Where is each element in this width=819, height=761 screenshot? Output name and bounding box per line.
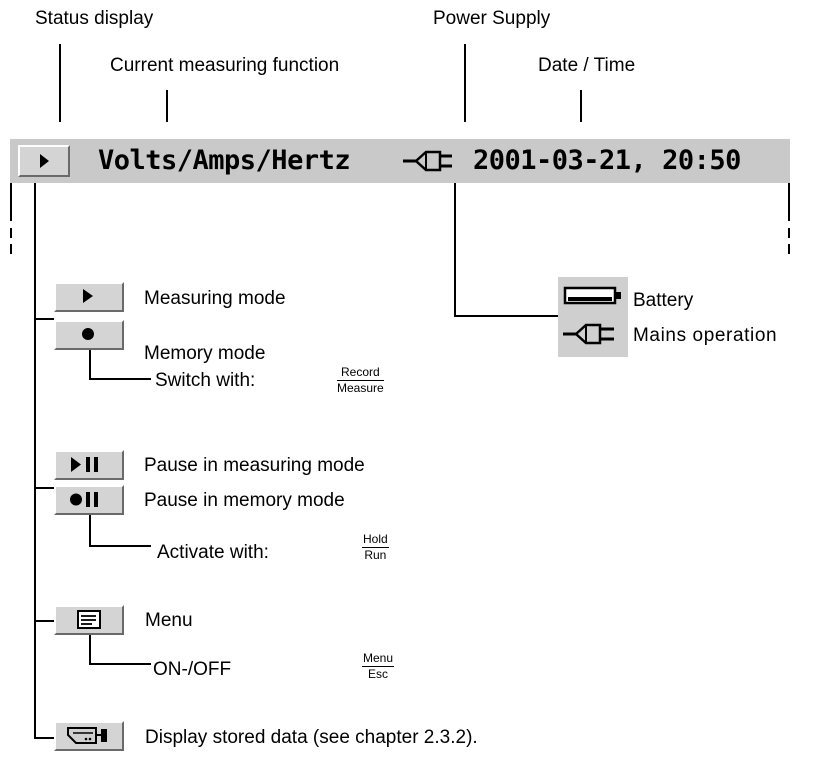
menu-icon [77,610,101,629]
pointer-power-supply [464,44,466,122]
pause-memory-icon-box [54,485,124,515]
bar-edge-left-dash2 [10,244,12,254]
esc-key-label: Esc [368,667,389,681]
branch-pauses [34,487,54,489]
battery-icon [563,286,621,305]
menu-esc-key: Menu Esc [362,651,395,681]
pointer-current-function [166,90,168,122]
hold-run-key: Hold Run [362,533,389,562]
pointer-status-display [59,44,61,122]
mains-plug-icon [403,150,452,172]
memory-mode-icon-box [54,320,124,350]
power-connector-horizontal [454,315,558,317]
record-measure-key: Record Measure [337,366,384,395]
switch-label: Switch with: [155,370,256,391]
callout-date-time: Date / Time [538,55,636,76]
pointer-date-time [580,90,582,122]
branch-menu [34,620,54,622]
memory-mode-label: Memory mode [144,343,266,364]
branch-modes [34,318,54,320]
pause-memory-label: Pause in memory mode [144,490,345,511]
callout-status-display: Status display [35,8,154,29]
bar-edge-right-dash2 [788,244,790,254]
switch-connector-horizontal [89,378,151,380]
menu-icon-box [54,605,124,635]
callout-power-supply: Power Supply [433,8,551,29]
status-datetime-text: 2001-03-21, 20:50 [473,145,741,176]
power-options-box [558,277,628,357]
bar-edge-left [10,183,12,221]
measuring-mode-label: Measuring mode [144,288,286,309]
stored-data-icon [67,727,107,744]
power-battery-label: Battery [633,290,694,311]
bar-edge-left-dash1 [10,228,12,238]
power-connector-vertical [454,183,456,317]
branch-stored [34,737,54,739]
menu-key-label: Menu [362,651,395,667]
activate-connector-vertical [89,515,91,547]
bar-edge-right [788,183,790,221]
run-key-label: Run [364,548,387,562]
switch-connector-vertical [89,350,91,380]
pause-measuring-icon-box [54,450,124,480]
play-icon [40,154,49,168]
hold-key-label: Hold [362,532,389,548]
record-icon [82,328,94,340]
pause-measuring-label: Pause in measuring mode [144,455,365,476]
stored-data-label: Display stored data (see chapter 2.3.2). [145,727,478,748]
menu-connector-vertical [89,635,91,665]
status-bar: Volts/Amps/Hertz 2001-03-21, 20:50 [10,139,790,183]
menu-toggle-label: ON-/OFF [153,659,232,680]
bar-edge-right-dash1 [788,228,790,238]
measure-key-label: Measure [337,381,384,395]
activate-label: Activate with: [157,542,269,563]
measuring-mode-icon-box [54,282,124,312]
record-pause-icon [70,492,98,507]
status-function-text: Volts/Amps/Hertz [98,145,351,176]
status-connector-vertical [34,183,36,739]
play-pause-icon [71,457,98,472]
status-play-button [18,145,70,177]
record-key-label: Record [337,366,384,381]
menu-label: Menu [145,610,193,631]
callout-current-function: Current measuring function [110,55,340,76]
mains-plug-icon [563,323,614,345]
play-icon [83,289,93,303]
menu-connector-horizontal [89,663,151,665]
stored-data-icon-box [54,721,124,751]
power-mains-label: Mains operation [633,325,778,346]
activate-connector-horizontal [89,545,151,547]
